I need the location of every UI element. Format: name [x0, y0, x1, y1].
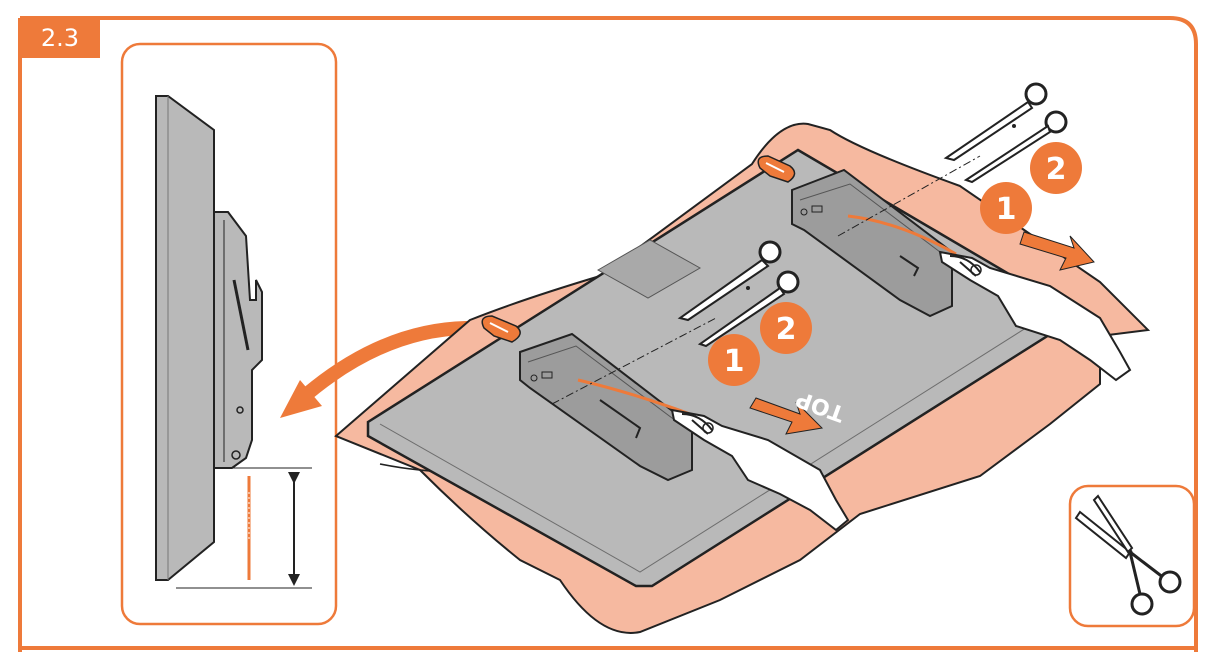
svg-text:1: 1 — [996, 192, 1017, 227]
bracket-lower — [519, 332, 693, 482]
bracket-upper — [791, 168, 957, 318]
svg-text:1: 1 — [724, 344, 745, 379]
tool-inset — [1068, 484, 1196, 628]
strap-tab-upper — [757, 155, 796, 183]
strap-tab-lower — [481, 315, 521, 343]
scissors-icon — [1074, 494, 1182, 616]
callout-arrow — [293, 321, 473, 407]
pull-arrow-lower — [749, 397, 824, 435]
marker-2-lower: 2 — [760, 302, 812, 354]
tv-side-profile — [155, 95, 215, 581]
marker-1-upper: 1 — [980, 182, 1032, 234]
side-view-panel — [120, 42, 338, 626]
svg-text:2: 2 — [1046, 152, 1067, 187]
step-number-badge: 2.3 — [20, 18, 100, 58]
figure-border — [18, 16, 1198, 652]
bracket-profile — [213, 211, 263, 469]
marker-1-lower: 1 — [708, 334, 760, 386]
marker-2-upper: 2 — [1030, 142, 1082, 194]
scissors-icon — [943, 82, 1068, 184]
pull-arrow-upper — [1019, 231, 1095, 271]
pliers-icon — [670, 408, 850, 532]
pliers-icon — [938, 250, 1132, 382]
scissors-icon — [677, 240, 800, 348]
svg-text:2: 2 — [776, 312, 797, 347]
